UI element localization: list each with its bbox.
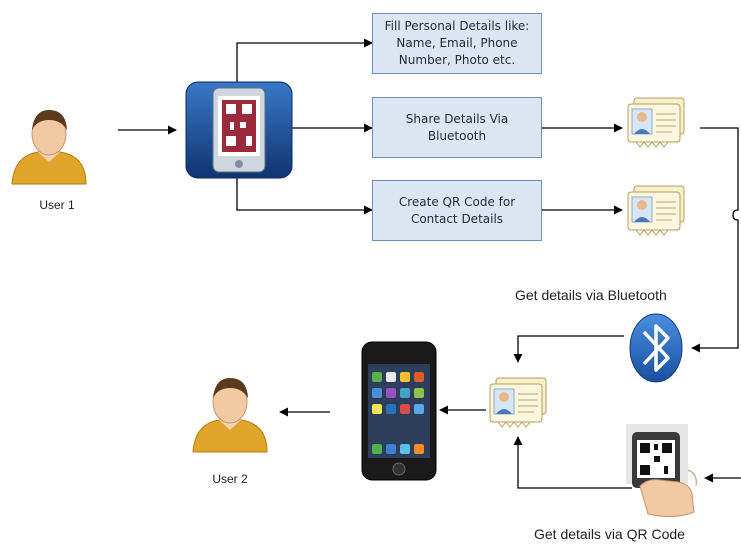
bluetooth-icon [629, 313, 683, 383]
user-1-icon [11, 109, 87, 185]
arrow-bluetooth-to-card [513, 335, 624, 363]
arrow-app-to-fill [236, 38, 373, 82]
qr-caption: Get details via QR Code [534, 526, 685, 542]
share-bluetooth-box: Share Details Via Bluetooth [372, 97, 542, 158]
user-2-label: User 2 [212, 472, 248, 486]
smartphone-icon [361, 341, 437, 481]
arrow-qr-scan-to-card [513, 436, 632, 489]
connectors [118, 38, 741, 489]
qr-scan-phone-icon [626, 424, 697, 518]
contact-card-icon-share [627, 97, 685, 148]
contact-card-icon-received [489, 377, 547, 428]
arrow-app-to-qr [236, 178, 373, 215]
arrow-card-to-bluetooth [691, 127, 739, 353]
app-icon [185, 81, 293, 179]
create-qr-box: Create QR Code for Contact Details [372, 180, 542, 241]
fill-details-box: Fill Personal Details like: Name, Email,… [372, 13, 542, 74]
user-2-icon [192, 377, 268, 453]
contact-card-icon-qr [627, 185, 685, 236]
user-1-label: User 1 [39, 198, 75, 212]
bluetooth-caption: Get details via Bluetooth [515, 287, 667, 303]
